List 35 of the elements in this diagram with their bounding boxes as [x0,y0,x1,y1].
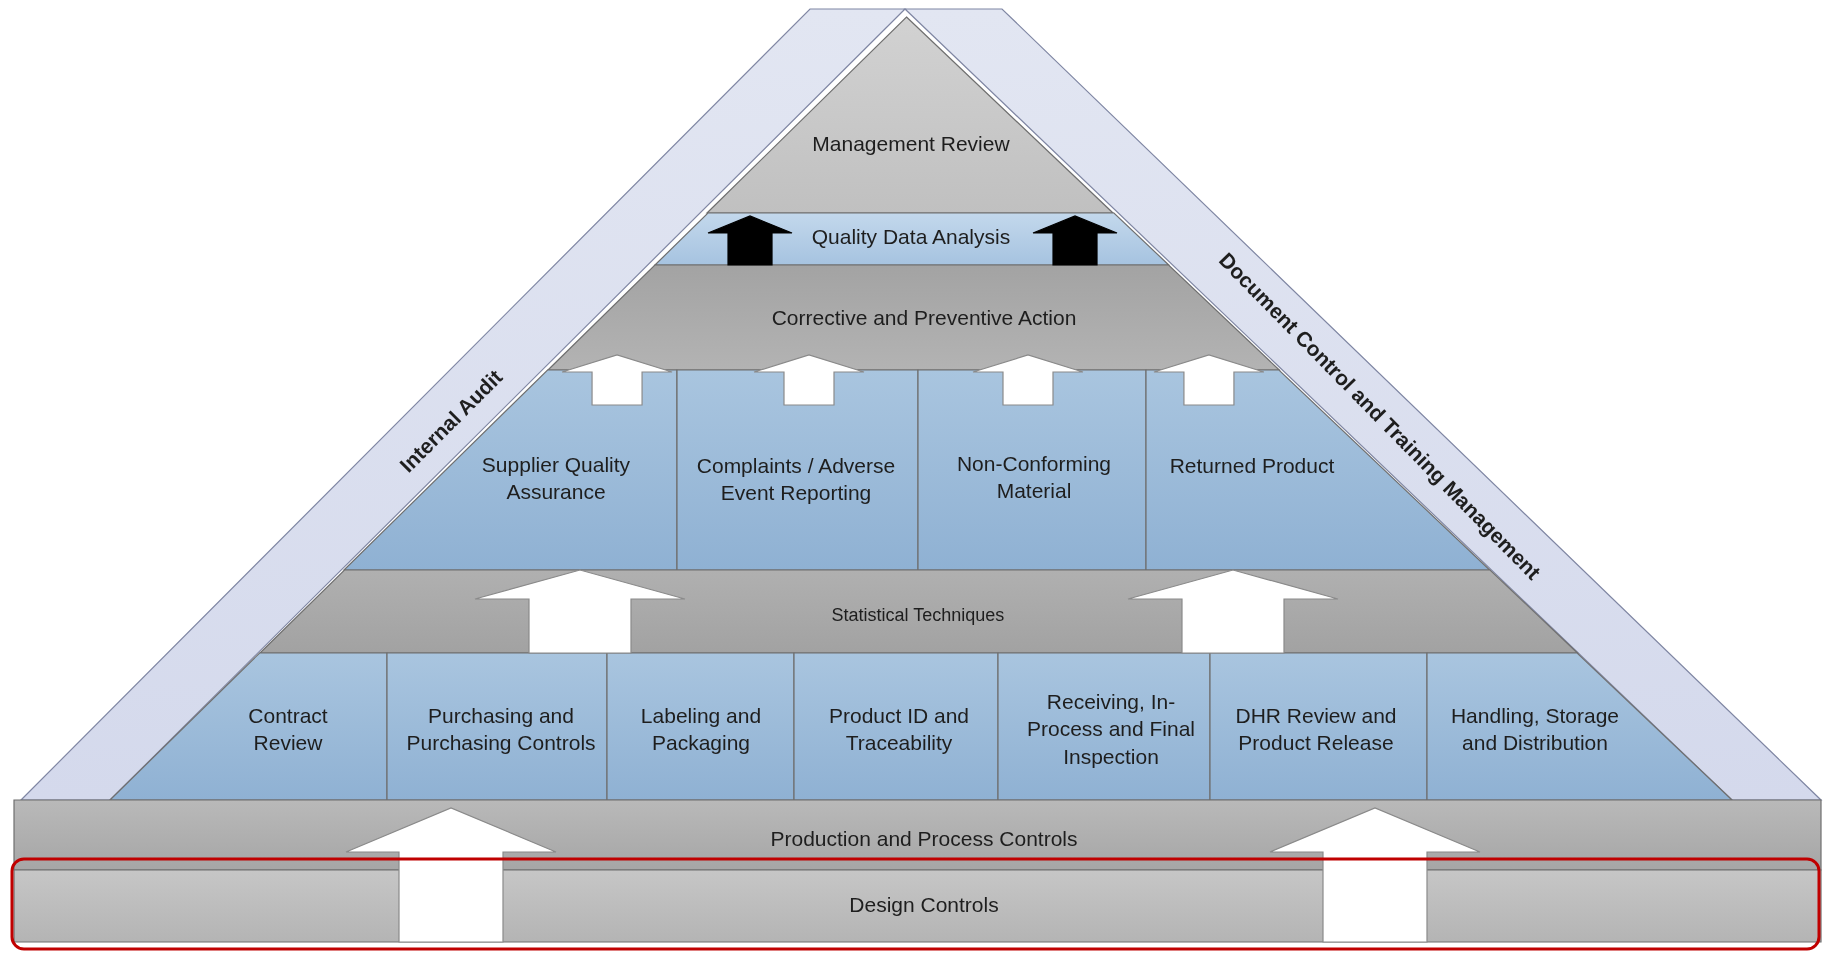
block-arrow [1269,807,1481,943]
tier-label: Product ID and Traceability [827,702,971,756]
tier-label: DHR Review and Product Release [1234,702,1398,756]
tier-label: Supplier Quality Assurance [480,451,632,505]
block-arrow [345,807,557,943]
process-cell [344,370,677,570]
tier-label: Corrective and Preventive Action [770,305,1078,332]
tier-label: Complaints / Adverse Event Reporting [695,452,897,506]
tier-label: Design Controls [848,892,1000,919]
block-arrow [474,569,686,654]
process-cell [1210,653,1427,800]
block-arrow [753,354,865,406]
process-cell [387,653,607,800]
block-arrow [1127,569,1339,654]
block-arrow [1153,354,1265,406]
tier-label: Non-Conforming Material [955,450,1113,504]
block-arrow [1032,215,1118,266]
tier-label: Statistical Techniques [830,604,1006,628]
tier-label: Receiving, In-Process and Final Inspection [1025,689,1197,770]
tier-label: Quality Data Analysis [810,224,1012,251]
tier-label: Production and Process Controls [769,826,1079,853]
tier-label: Contract Review [247,702,329,756]
process-cell [677,370,918,570]
tier-label: Handling, Storage and Distribution [1449,702,1621,756]
process-cell [918,370,1146,570]
process-cell [998,653,1210,800]
process-cell [794,653,998,800]
tier-label: Returned Product [1168,453,1336,480]
process-cell [607,653,794,800]
block-arrow [972,354,1084,406]
block-arrow [561,354,673,406]
tier-label: Labeling and Packaging [639,702,763,756]
tier-label: Purchasing and Purchasing Controls [406,702,596,756]
tier-label: Management Review [811,131,1011,158]
block-arrow [707,215,793,266]
